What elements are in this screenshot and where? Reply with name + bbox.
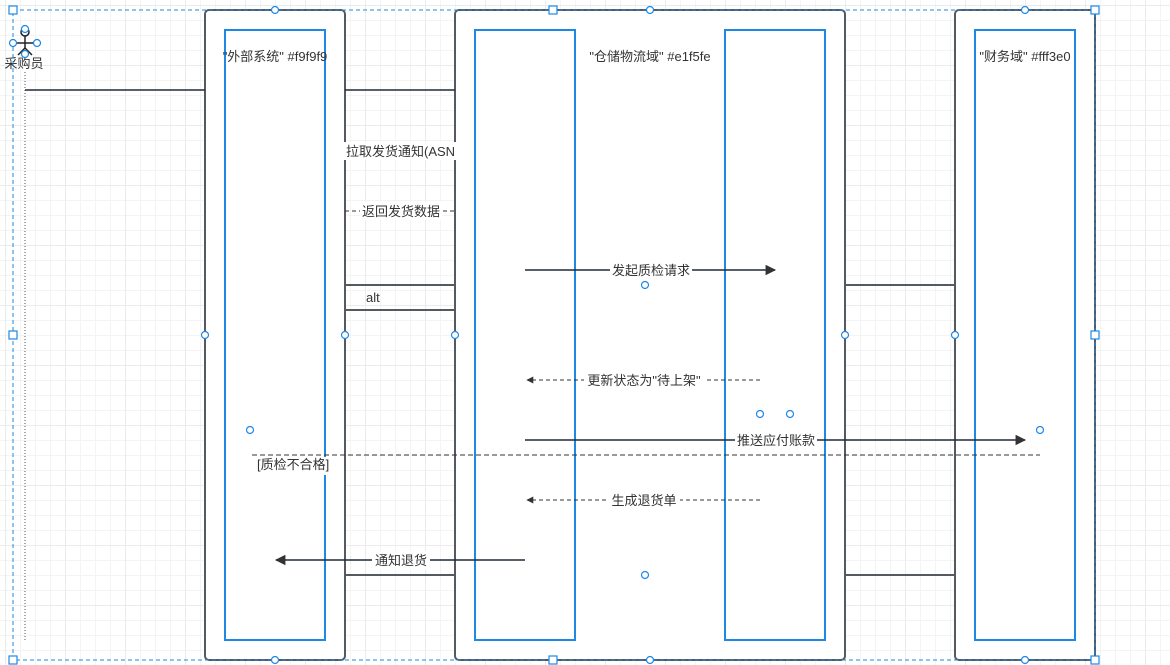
lifeline-box-finance[interactable] <box>974 29 1076 641</box>
resize-handle[interactable] <box>548 655 558 665</box>
resize-handle[interactable] <box>548 5 558 15</box>
participant-label-finance: "财务域" #fff3e0 <box>979 49 1070 64</box>
connection-point[interactable] <box>840 330 850 340</box>
connection-point[interactable] <box>340 330 350 340</box>
connection-point[interactable] <box>640 280 650 290</box>
connection-point[interactable] <box>200 330 210 340</box>
connection-point[interactable] <box>755 409 765 419</box>
message-label[interactable]: 生成退货单 <box>611 493 676 508</box>
connection-point[interactable] <box>450 330 460 340</box>
participant-label-warehouse: "仓储物流域" #e1f5fe <box>589 49 710 64</box>
connection-point[interactable] <box>270 5 280 15</box>
message-label[interactable]: 推送应付账款 <box>737 433 815 448</box>
connection-point[interactable] <box>645 5 655 15</box>
lifeline-box-warehouse-right[interactable] <box>724 29 826 641</box>
connection-point[interactable] <box>950 330 960 340</box>
connection-point[interactable] <box>640 570 650 580</box>
message-label[interactable]: 拉取发货通知(ASN <box>346 144 455 159</box>
resize-handle[interactable] <box>8 330 18 340</box>
connection-point[interactable] <box>1035 425 1045 435</box>
resize-handle[interactable] <box>1090 330 1100 340</box>
alt-else-guard: [质检不合格] <box>257 457 329 472</box>
message-label[interactable]: 发起质检请求 <box>612 263 690 278</box>
lifeline-box-warehouse-left[interactable] <box>474 29 576 641</box>
alt-keyword: alt <box>366 290 380 305</box>
resize-handle[interactable] <box>1090 655 1100 665</box>
resize-handle[interactable] <box>8 5 18 15</box>
actor-label: 采购员 <box>4 56 43 71</box>
resize-handle[interactable] <box>8 655 18 665</box>
resize-handle[interactable] <box>1090 5 1100 15</box>
connection-points[interactable] <box>8 5 1045 665</box>
participant-label-external: "外部系统" #f9f9f9 <box>223 49 328 64</box>
connection-point[interactable] <box>8 38 18 48</box>
connection-point[interactable] <box>785 409 795 419</box>
selection-handles[interactable] <box>8 5 1100 665</box>
connection-point[interactable] <box>20 24 30 34</box>
message-label[interactable]: 通知退货 <box>375 553 427 568</box>
participant-box-warehouse[interactable] <box>454 9 846 661</box>
connection-point[interactable] <box>245 425 255 435</box>
connection-point[interactable] <box>1020 5 1030 15</box>
connection-point[interactable] <box>32 38 42 48</box>
connection-point[interactable] <box>20 49 30 59</box>
message-label[interactable]: 更新状态为"待上架" <box>587 373 701 388</box>
connection-point[interactable] <box>1020 655 1030 665</box>
connection-point[interactable] <box>270 655 280 665</box>
connection-point[interactable] <box>645 655 655 665</box>
message-label[interactable]: 返回发货数据 <box>362 204 440 219</box>
lifeline-box-external[interactable] <box>224 29 326 641</box>
